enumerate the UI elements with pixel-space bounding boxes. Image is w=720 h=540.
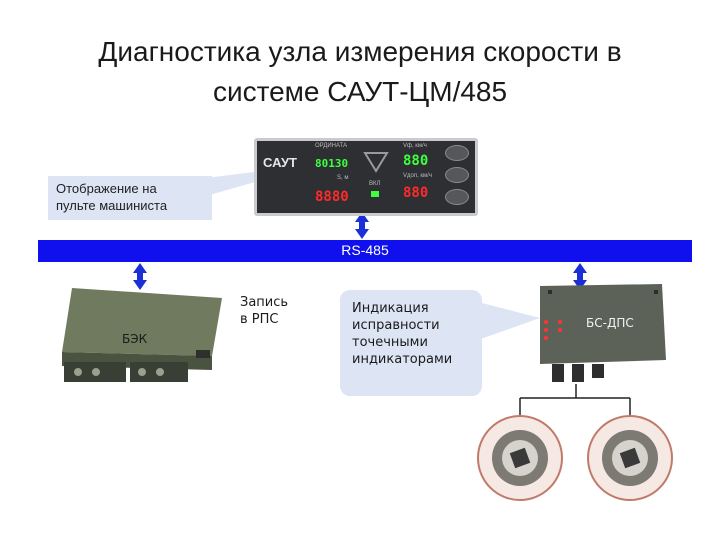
panel-s-label: S, м [337, 175, 348, 181]
record-line-1: Запись [240, 294, 288, 311]
rs485-bus-label: RS-485 [38, 242, 692, 258]
panel-vdop-value: 880 [403, 185, 428, 201]
panel-logo: САУТ [263, 155, 297, 170]
panel-button-middle[interactable] [445, 167, 469, 183]
sensor-wiring [520, 384, 630, 418]
display-callout: Отображение на пульте машиниста [48, 176, 212, 220]
indication-line-1: Индикация [352, 300, 452, 317]
indication-text: Индикация исправности точечными индикато… [352, 300, 452, 368]
bek-bus-double-arrow [133, 263, 147, 290]
speed-sensor-left [478, 416, 562, 500]
bek-label: БЭК [122, 332, 147, 346]
driver-panel: САУТ ОРДИНАТА 80130 8880 S, м ВКЛ Vф, км… [254, 138, 478, 216]
panel-vf-value: 880 [403, 153, 428, 169]
speed-sensor-right [588, 416, 672, 500]
panel-s-value: 8880 [315, 189, 349, 205]
record-line-2: в РПС [240, 311, 288, 328]
panel-vkl-label: ВКЛ [369, 181, 380, 187]
panel-bus-double-arrow [355, 212, 369, 239]
indication-callout: Индикация исправности точечными индикато… [340, 290, 482, 396]
indication-line-2: исправности [352, 317, 452, 334]
bs-dps-label: БС-ДПС [586, 316, 634, 330]
bs-dps-device [540, 284, 666, 382]
rs485-bus: RS-485 [38, 240, 692, 262]
panel-ordinate-value: 80130 [315, 157, 348, 170]
panel-triangle-icon [363, 151, 389, 173]
panel-ordinate-label: ОРДИНАТА [315, 143, 347, 149]
display-callout-line-1: Отображение на [56, 180, 212, 197]
record-rps-text: Запись в РПС [240, 294, 288, 328]
panel-vf-label: Vф, км/ч [403, 143, 427, 149]
panel-button-top[interactable] [445, 145, 469, 161]
panel-vkl-led [371, 191, 379, 197]
indication-callout-pointer [478, 302, 540, 340]
panel-button-bottom[interactable] [445, 189, 469, 205]
display-callout-line-2: пульте машиниста [56, 197, 212, 214]
panel-vdop-label: Vдоп, км/ч [403, 173, 432, 179]
indication-line-3: точечными [352, 334, 452, 351]
indication-line-4: индикаторами [352, 351, 452, 368]
